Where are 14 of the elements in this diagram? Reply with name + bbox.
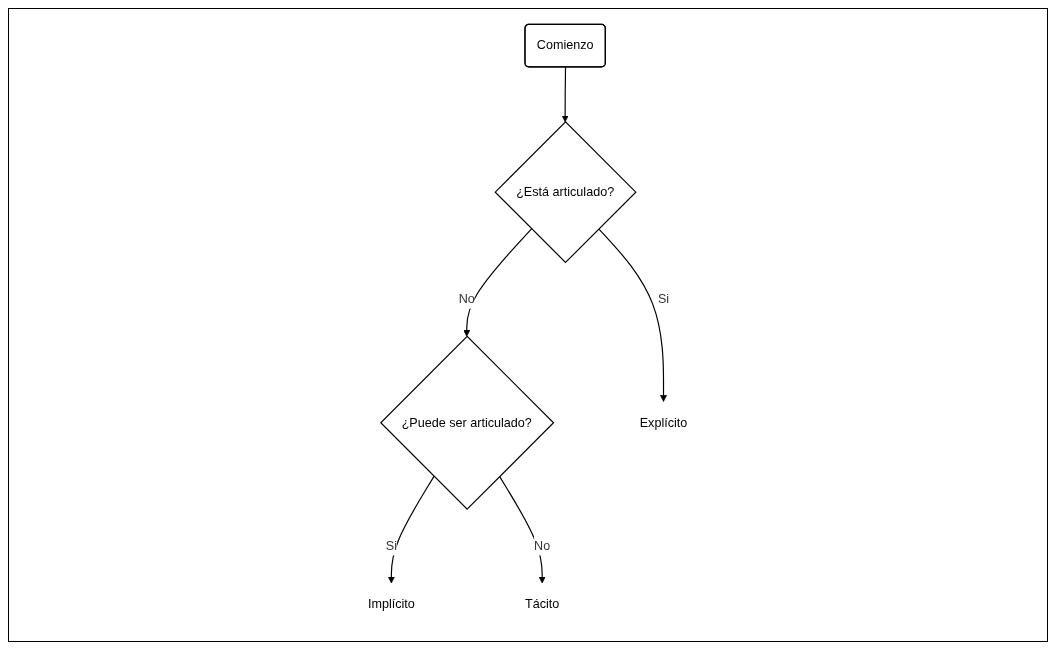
arrow bbox=[598, 228, 668, 402]
edge-label: No bbox=[459, 292, 476, 306]
arrow bbox=[463, 228, 533, 337]
arrow bbox=[388, 475, 435, 584]
node-text: Implícito bbox=[368, 597, 416, 611]
arrow bbox=[562, 66, 569, 123]
node-diamond: ¿Está articulado? bbox=[494, 121, 637, 264]
node-diamond: ¿Puede ser articulado? bbox=[380, 335, 555, 510]
edge-label: Si bbox=[386, 539, 398, 553]
node-text: Explícito bbox=[640, 415, 688, 430]
arrow bbox=[499, 475, 546, 584]
edge-label: No bbox=[534, 539, 551, 553]
node-text: Tácito bbox=[525, 597, 560, 611]
edge-label: Si bbox=[658, 292, 670, 306]
